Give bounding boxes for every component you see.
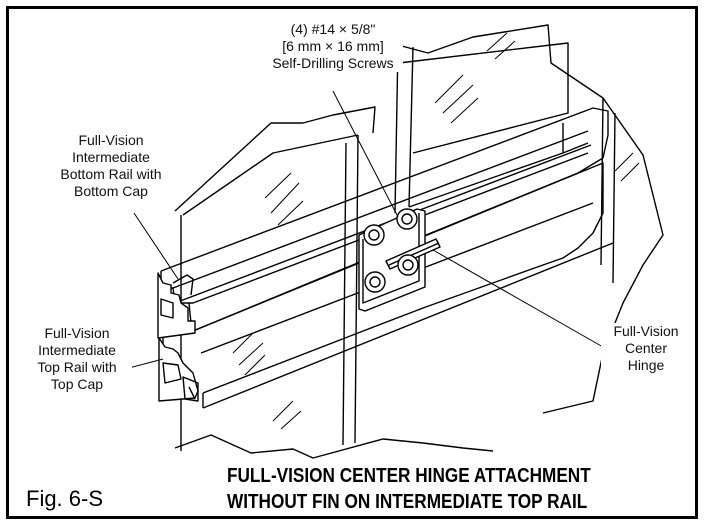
top-rail-label-line: Top Rail with [37,359,117,375]
screws-label-line: Self-Drilling Screws [272,55,394,71]
hinge-screw [396,208,418,230]
hinge-screw [363,224,385,246]
screw-leader [332,90,399,218]
screws-label: (4) #14 × 5/8" [6 mm × 16 mm] Self-Drill… [263,21,403,72]
top-rail-label: Full-Vision Intermediate Top Rail with T… [22,325,132,393]
top-rail-label-line: Full-Vision [44,325,110,341]
bottom-rail-label-line: Bottom Cap [74,183,148,199]
lower-glass-panel [174,106,376,212]
hinge-label-line: Full-Vision [613,323,679,339]
bottom-rail-label-line: Intermediate [72,149,150,165]
top-rail-label-line: Intermediate [38,342,116,358]
hinge-label: Full-Vision Center Hinge [601,323,691,374]
top-rail-label-line: Top Cap [50,376,104,392]
glass-reflections [232,32,640,430]
hinge-label-line: Hinge [627,357,665,373]
hinge-leader [432,249,604,348]
hinge-assembly-drawing [124,24,664,459]
figure-frame: (4) #14 × 5/8" [6 mm × 16 mm] Self-Drill… [6,6,698,519]
hinge-screw [364,271,386,293]
figure-title-line-1: FULL-VISION CENTER HINGE ATTACHMENT [227,465,591,487]
bottom-rail-label-line: Bottom Rail with [60,166,162,182]
hinge-label-line: Center [624,340,668,356]
figure-title-line-2: WITHOUT FIN ON INTERMEDIATE TOP RAIL [227,491,588,513]
bottom-rail-label-line: Full-Vision [78,132,144,148]
figure-number: Fig. 6-S [26,486,104,511]
bottom-rail-leader [133,212,179,280]
bottom-rail-label: Full-Vision Intermediate Bottom Rail wit… [41,132,181,200]
screws-label-line: (4) #14 × 5/8" [290,21,376,37]
screws-label-line: [6 mm × 16 mm] [282,38,384,54]
bottom-rail-profile [157,272,196,339]
hinge-screw [397,254,419,276]
